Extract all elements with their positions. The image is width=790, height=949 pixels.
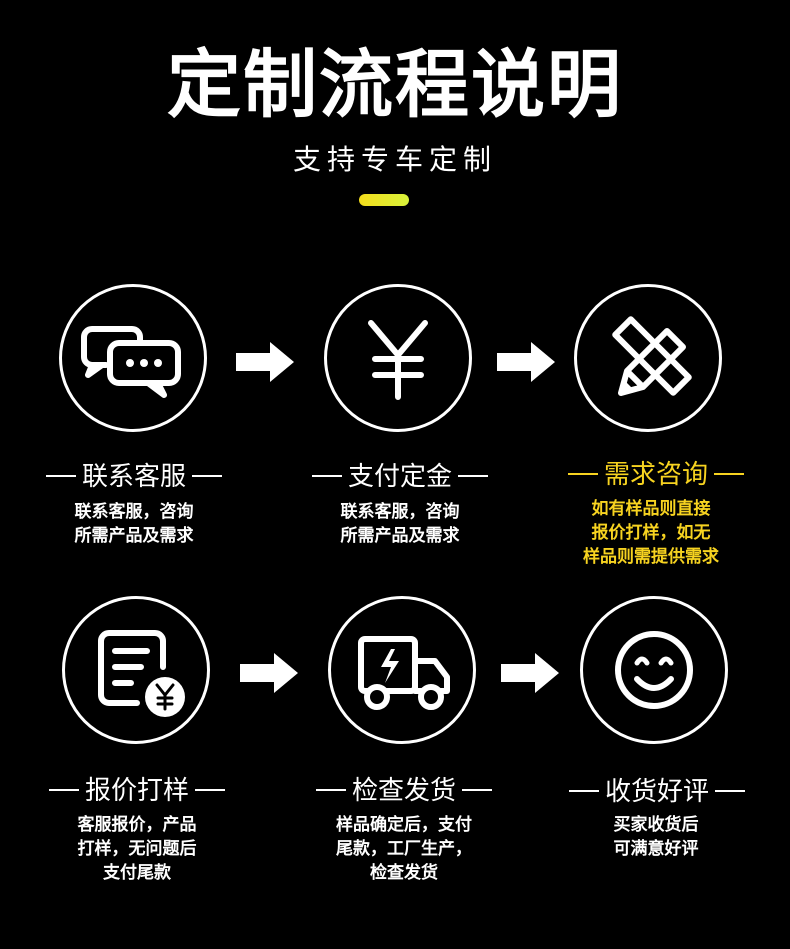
page-subtitle: 支持专车定制 bbox=[292, 143, 497, 176]
desc-line: 样品确定后，支付 bbox=[336, 815, 472, 835]
step-title-text: 报价打样 bbox=[84, 776, 189, 806]
step-icon-circle bbox=[62, 596, 210, 744]
yen-icon bbox=[368, 320, 428, 400]
step-icon-circle bbox=[59, 284, 207, 432]
step-title: 需求咨询 bbox=[536, 458, 776, 492]
step-icon-circle bbox=[580, 596, 728, 744]
accent-bar bbox=[359, 194, 409, 206]
dash-right bbox=[458, 474, 488, 477]
dash-left bbox=[311, 474, 342, 477]
step-description: 如有样品则直接 报价打样，如无 样品则需提供需求 bbox=[531, 497, 771, 569]
step-description: 买家收货后 可满意好评 bbox=[536, 813, 776, 861]
desc-line: 支付尾款 bbox=[103, 863, 171, 883]
dash-left bbox=[568, 789, 599, 792]
chat-bubbles-icon bbox=[81, 326, 181, 398]
arrow-right-icon bbox=[240, 653, 298, 693]
delivery-truck-icon bbox=[358, 636, 450, 710]
dash-right bbox=[715, 789, 745, 792]
step-title-text: 支付定金 bbox=[347, 462, 452, 492]
desc-line: 所需产品及需求 bbox=[340, 526, 460, 546]
dash-right bbox=[195, 788, 225, 791]
arrow-right-icon bbox=[236, 342, 294, 382]
step-title: 报价打样 bbox=[17, 774, 257, 808]
step-icon-circle bbox=[324, 284, 472, 432]
desc-line: 报价打样，如无 bbox=[591, 523, 711, 543]
arrow-right-icon bbox=[497, 342, 555, 382]
desc-line: 样品则需提供需求 bbox=[583, 547, 719, 567]
step-title: 支付定金 bbox=[280, 460, 520, 494]
desc-line: 可满意好评 bbox=[613, 839, 699, 859]
step-icon-circle bbox=[574, 284, 722, 432]
arrow-right-icon bbox=[501, 653, 559, 693]
desc-line: 客服报价，产品 bbox=[77, 815, 197, 835]
dash-right bbox=[192, 474, 222, 477]
step-description: 联系客服，咨询 所需产品及需求 bbox=[14, 500, 254, 548]
step-title: 联系客服 bbox=[14, 460, 254, 494]
desc-line: 联系客服，咨询 bbox=[74, 502, 194, 522]
dash-left bbox=[315, 788, 346, 791]
desc-line: 联系客服，咨询 bbox=[340, 502, 460, 522]
smiley-face-icon bbox=[615, 631, 693, 709]
step-title-text: 收货好评 bbox=[604, 777, 709, 807]
invoice-yen-icon bbox=[98, 630, 185, 717]
desc-line: 打样，无问题后 bbox=[77, 839, 197, 859]
step-title-text: 需求咨询 bbox=[603, 460, 708, 490]
step-description: 联系客服，咨询 所需产品及需求 bbox=[280, 500, 520, 548]
page-title: 定制流程说明 bbox=[167, 42, 623, 128]
step-icon-circle bbox=[328, 596, 476, 744]
dash-left bbox=[567, 472, 598, 475]
step-title-text: 检查发货 bbox=[351, 776, 456, 806]
dash-right bbox=[714, 472, 744, 475]
step-title: 检查发货 bbox=[284, 774, 524, 808]
desc-line: 所需产品及需求 bbox=[74, 526, 194, 546]
dash-right bbox=[462, 788, 492, 791]
ruler-pencil-icon bbox=[612, 316, 692, 396]
step-description: 样品确定后，支付 尾款，工厂生产， 检查发货 bbox=[284, 813, 524, 885]
step-title: 收货好评 bbox=[537, 775, 777, 809]
dash-left bbox=[48, 788, 79, 791]
desc-line: 如有样品则直接 bbox=[591, 499, 711, 519]
desc-line: 检查发货 bbox=[370, 863, 438, 883]
desc-line: 买家收货后 bbox=[613, 815, 699, 835]
dash-left bbox=[45, 474, 76, 477]
desc-line: 尾款，工厂生产， bbox=[336, 839, 472, 859]
step-description: 客服报价，产品 打样，无问题后 支付尾款 bbox=[17, 813, 257, 885]
step-title-text: 联系客服 bbox=[81, 462, 186, 492]
